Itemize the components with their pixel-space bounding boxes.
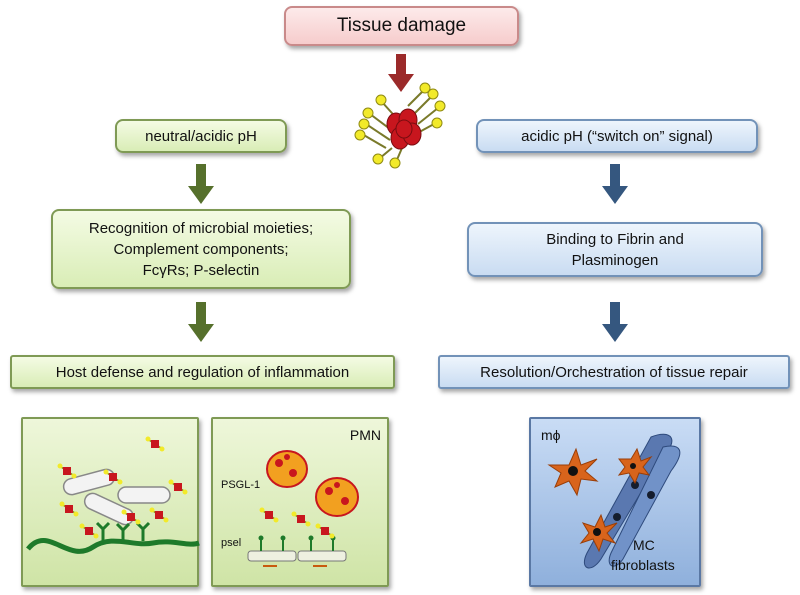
host-defense-label: Host defense and regulation of inflammat… [55,363,350,381]
macrophage-label: mϕ [541,427,561,443]
arrow-down-green-2 [188,302,214,342]
acidic-ph-label: acidic pH (“switch on” signal) [521,127,713,145]
arrow-down-blue-1 [602,164,628,204]
recognition-line-1: Recognition of microbial moieties; [88,219,314,237]
tissue-repair-panel: mϕ MC fibroblasts [529,417,701,587]
tissue-repair-illustration [547,433,681,569]
arrow-down-blue-2 [602,302,628,342]
resolution-box: Resolution/Orchestration of tissue repai… [438,355,790,389]
pmn-illustration [247,450,359,567]
recognition-line-2: Complement components; [113,240,289,258]
recognition-box: Recognition of microbial moieties; Compl… [51,209,351,289]
psgl-label: PSGL-1 [221,479,261,491]
neutral-ph-label: neutral/acidic pH [145,127,257,145]
fibrin-line-1: Binding to Fibrin and [546,230,684,248]
fibrin-line-2: Plasminogen [571,251,659,269]
microbe-recognition-illustration [26,436,200,554]
arrow-down-red [388,54,414,92]
recognition-line-3: FcγRs; P-selectin [142,261,260,279]
microbe-recognition-panel [21,417,200,587]
fibroblasts-label: fibroblasts [611,557,675,573]
mc-label: MC [633,537,655,553]
neutral-ph-box: neutral/acidic pH [115,119,287,153]
psel-label: psel [221,537,242,549]
pentraxin-molecule-icon [354,82,446,169]
pmn-panel: PMN PSGL-1 psel [211,417,389,587]
pmn-label: PMN [349,427,381,443]
resolution-label: Resolution/Orchestration of tissue repai… [480,363,748,381]
fibrin-binding-box: Binding to Fibrin and Plasminogen [467,222,763,277]
host-defense-box: Host defense and regulation of inflammat… [10,355,395,389]
tissue-damage-label: Tissue damage [336,15,467,36]
arrow-down-green-1 [188,164,214,204]
acidic-ph-box: acidic pH (“switch on” signal) [476,119,758,153]
tissue-damage-box: Tissue damage [284,6,519,46]
